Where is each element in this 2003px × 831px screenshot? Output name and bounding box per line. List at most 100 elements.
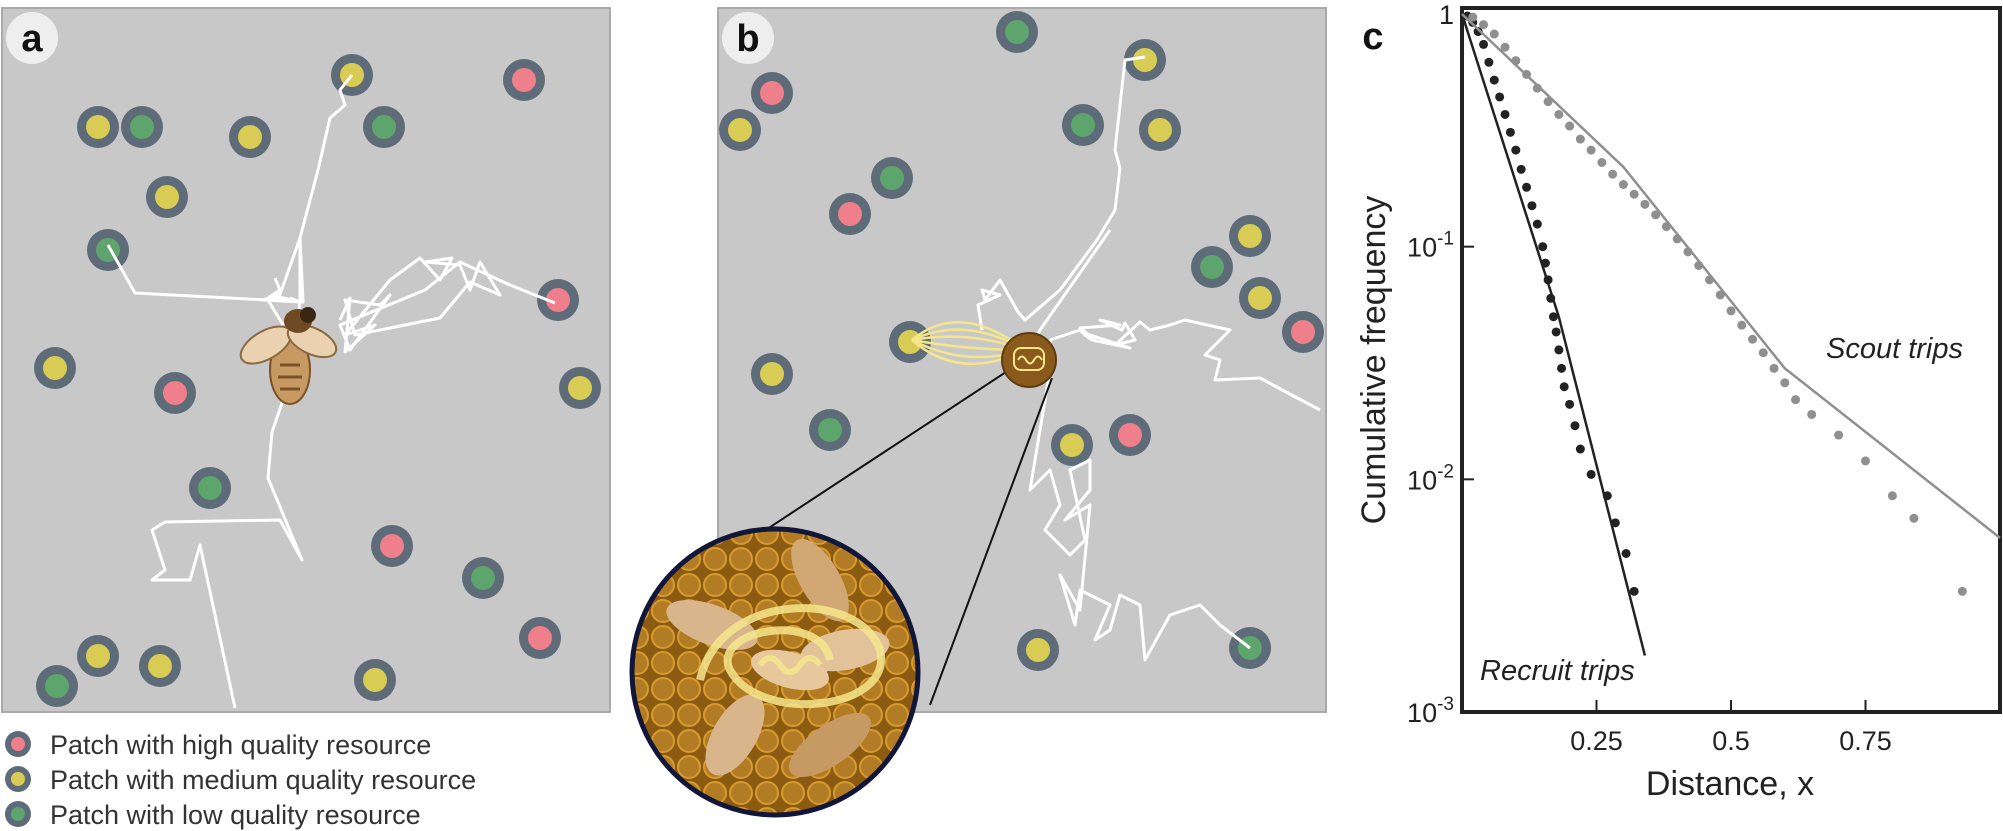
data-point <box>1468 12 1478 22</box>
data-point <box>1834 430 1844 440</box>
data-point <box>1586 469 1596 479</box>
data-point <box>1516 164 1526 174</box>
data-point <box>1505 127 1515 137</box>
data-point <box>1559 382 1569 392</box>
patch-low-quality <box>1191 246 1233 288</box>
data-point <box>1479 20 1489 30</box>
legend-item: Patch with medium quality resource <box>5 765 476 795</box>
patch-medium-quality <box>77 106 119 148</box>
y-tick-label: 10-2 <box>1407 461 1454 495</box>
data-point <box>1909 513 1919 523</box>
data-point <box>1489 29 1499 39</box>
bee-foraging-path-south <box>150 301 304 709</box>
data-point <box>1479 39 1489 49</box>
y-tick-label: 10-3 <box>1407 694 1454 728</box>
patch-medium-quality <box>719 109 761 151</box>
patch-low-quality <box>363 106 405 148</box>
patch-medium-quality <box>34 347 76 389</box>
patch-low-quality <box>871 157 913 199</box>
fit-line <box>1461 13 2001 539</box>
series-label-recruit: Recruit trips <box>1480 655 1635 687</box>
y-axis-label: Cumulative frequency <box>1355 196 1393 525</box>
patch-medium-quality <box>1239 277 1281 319</box>
legend-item: Patch with low quality resource <box>5 800 421 830</box>
bee-icon <box>239 307 338 405</box>
patch-low-quality <box>462 557 504 599</box>
series-recruit <box>1460 11 1647 656</box>
hive-icon <box>1001 332 1057 388</box>
data-point <box>1575 134 1585 144</box>
data-point <box>1737 320 1747 330</box>
panel-letter-b: b <box>722 12 774 64</box>
patch-low-quality <box>996 11 1038 53</box>
data-point <box>1694 260 1704 270</box>
legend-item: Patch with high quality resource <box>5 730 431 760</box>
waggle-dance-inset-icon <box>629 526 921 818</box>
x-axis-label: Distance, x <box>1646 765 1814 803</box>
data-point <box>1661 222 1671 232</box>
data-point <box>1715 290 1725 300</box>
x-tick-label: 0.75 <box>1839 726 1892 756</box>
patch-high-quality <box>503 59 545 101</box>
bee-foraging-path-east <box>338 256 556 354</box>
data-point <box>1640 199 1650 209</box>
data-point <box>1570 421 1580 431</box>
data-point <box>1683 247 1693 257</box>
y-tick-label: 10-1 <box>1407 229 1454 263</box>
legend-label: Patch with low quality resource <box>50 800 421 830</box>
data-point <box>1791 395 1801 405</box>
data-point <box>1672 234 1682 244</box>
patch-medium-quality <box>1051 424 1093 466</box>
recruit-path-east <box>1049 318 1321 412</box>
data-point <box>1543 97 1553 107</box>
data-point <box>1597 158 1607 168</box>
data-point <box>1629 586 1639 596</box>
patch-medium-quality <box>229 116 271 158</box>
patch-medium-quality <box>1017 629 1059 671</box>
data-point <box>1629 189 1639 199</box>
data-point <box>1748 334 1758 344</box>
recruit-path-north <box>976 55 1146 331</box>
patch-medium-quality <box>146 176 188 218</box>
panel-b-patches <box>719 11 1324 671</box>
data-point <box>1532 219 1542 229</box>
patch-low-quality <box>809 409 851 451</box>
panel-b <box>629 7 1327 818</box>
data-point <box>1554 345 1564 355</box>
patch-high-quality <box>1109 414 1151 456</box>
data-point <box>1522 69 1532 79</box>
svg-text:b: b <box>736 18 759 60</box>
patch-high-quality <box>537 279 579 321</box>
svg-text:a: a <box>21 18 43 60</box>
data-point <box>1495 92 1505 102</box>
data-point <box>1500 109 1510 119</box>
patch-low-quality <box>1062 104 1104 146</box>
data-point <box>1621 548 1631 558</box>
patch-high-quality <box>1282 311 1324 353</box>
data-point <box>1489 75 1499 85</box>
data-point <box>1543 275 1553 285</box>
data-point <box>1540 258 1550 268</box>
data-point <box>1608 169 1618 179</box>
data-point <box>1758 348 1768 358</box>
fit-line <box>1460 13 1647 656</box>
patch-medium-quality <box>751 353 793 395</box>
data-point <box>1618 180 1628 190</box>
data-point <box>1522 182 1532 192</box>
data-point <box>1511 145 1521 155</box>
patch-high-quality <box>829 193 871 235</box>
patch-high-quality <box>154 372 196 414</box>
patch-low-quality <box>189 467 231 509</box>
data-point <box>1546 293 1556 303</box>
data-point <box>1551 327 1561 337</box>
patch-medium-quality <box>139 645 181 687</box>
inset-connector-right <box>929 377 1053 706</box>
patch-high-quality <box>751 72 793 114</box>
bee-foraging-path <box>260 74 354 304</box>
data-point <box>1769 363 1779 373</box>
data-point <box>1532 83 1542 93</box>
svg-text:c: c <box>1362 16 1383 58</box>
